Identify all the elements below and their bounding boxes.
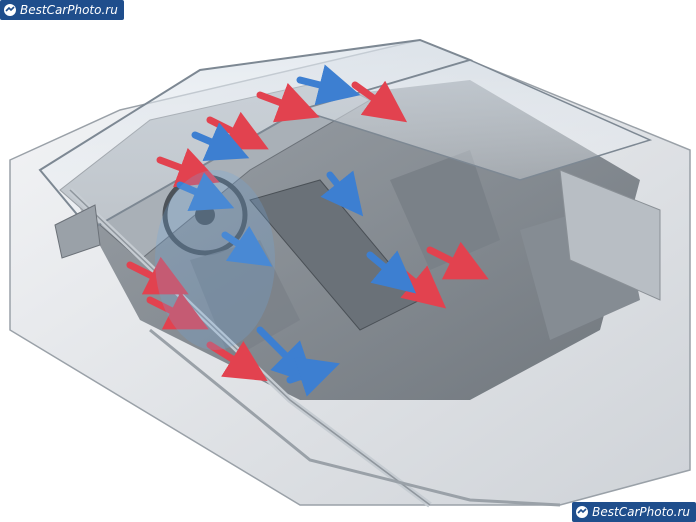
driver-seat (190, 240, 300, 360)
cool-airflow-arrows (176, 64, 417, 397)
watermark-text: BestCarPhoto.ru (592, 505, 690, 519)
watermark-top-left: BestCarPhoto.ru (0, 0, 124, 20)
door-sill (149, 328, 561, 507)
bestcarphoto-logo-icon (576, 506, 589, 518)
door-panel (559, 169, 661, 301)
bestcarphoto-logo-icon (4, 4, 16, 16)
watermark-text: BestCarPhoto.ru (20, 3, 118, 17)
side-mirror (54, 204, 101, 259)
passenger-seat (390, 150, 500, 270)
watermark-bottom-right: BestCarPhoto.ru (572, 502, 696, 522)
driver-air-volume (155, 170, 275, 350)
